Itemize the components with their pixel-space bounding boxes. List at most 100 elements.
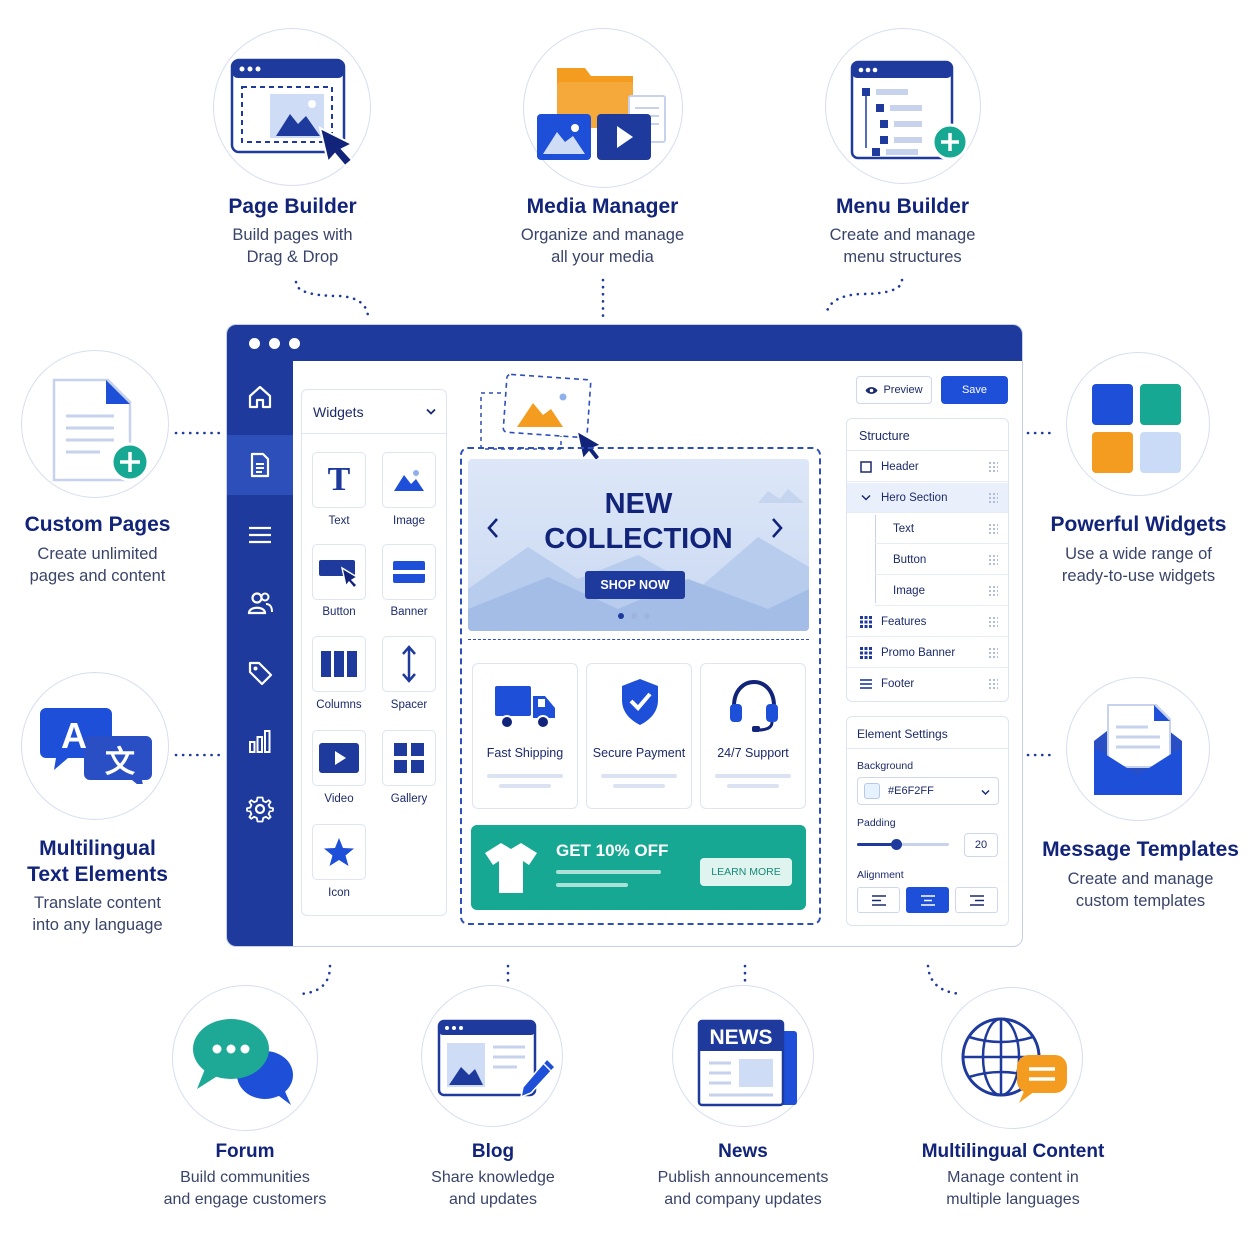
preview-button[interactable]: Preview <box>856 376 932 404</box>
padding-slider-thumb[interactable] <box>890 839 902 850</box>
widget-label: Image <box>393 515 425 527</box>
translate-letter-cjk: 文 <box>105 745 135 780</box>
structure-item-label: Hero Section <box>881 491 948 504</box>
hero-slider[interactable]: NEW COLLECTION SHOP NOW <box>468 459 809 631</box>
sidebar-item-users[interactable] <box>227 573 293 633</box>
tshirt-icon <box>485 843 537 893</box>
envelope-icon <box>1094 704 1182 795</box>
document-icon <box>250 452 270 478</box>
structure-item-label: Button <box>893 553 927 566</box>
structure-item-features[interactable]: Features <box>847 607 1008 637</box>
feature-title: Multilingual Content <box>921 1141 1105 1162</box>
newspaper-icon: NEWS <box>697 1019 797 1107</box>
feature-title: Media Manager <box>526 195 679 218</box>
drag-handle-icon[interactable] <box>988 461 998 473</box>
structure-item-promo-banner[interactable]: Promo Banner <box>847 638 1008 668</box>
drag-handle-icon[interactable] <box>988 647 998 659</box>
widgets-panel: Widgets T Text Image Button Banner Colum… <box>301 389 447 916</box>
drag-handle-icon[interactable] <box>988 492 998 504</box>
feature-message-templates: Message Templates Create and manage cust… <box>1038 675 1243 920</box>
page-canvas[interactable] <box>460 447 821 925</box>
eye-icon <box>865 386 878 394</box>
align-right-button[interactable] <box>955 887 998 913</box>
widget-gallery[interactable] <box>382 730 436 786</box>
feature-page-builder: Page Builder Build pages with Drag & Dro… <box>190 28 395 278</box>
builder-window: Widgets T Text Image Button Banner Colum… <box>226 324 1023 947</box>
chat-bubbles-icon <box>193 1019 293 1105</box>
feature-title: Message Templates <box>1042 838 1239 861</box>
structure-panel: Structure Header Hero Section Text Butto… <box>846 418 1009 702</box>
widget-label: Video <box>324 793 354 805</box>
feature-description: Organize and manage all your media <box>520 226 685 266</box>
drag-handle-icon[interactable] <box>988 616 998 628</box>
color-swatch <box>864 783 880 799</box>
drag-handle-icon[interactable] <box>988 678 998 690</box>
feature-description: Create and manage menu structures <box>829 226 976 266</box>
widget-spacer[interactable] <box>382 636 436 692</box>
shop-now-button[interactable]: SHOP NOW <box>585 571 685 599</box>
structure-item-footer[interactable]: Footer <box>847 669 1008 699</box>
structure-item-image[interactable]: Image <box>875 576 1008 606</box>
widget-label: Icon <box>328 887 350 899</box>
feature-title: News <box>718 1141 768 1162</box>
video-play-icon <box>319 743 359 773</box>
card-text-line <box>487 774 563 778</box>
structure-item-text[interactable]: Text <box>875 514 1008 544</box>
drag-handle-icon[interactable] <box>988 554 998 566</box>
widgets-panel-title: Widgets <box>313 404 364 420</box>
padding-slider-fill <box>857 843 896 846</box>
sidebar-item-settings[interactable] <box>227 779 293 839</box>
chevron-down-icon[interactable] <box>857 492 875 504</box>
slider-dot-active[interactable] <box>618 613 624 619</box>
padding-input[interactable]: 20 <box>964 833 998 857</box>
structure-item-label: Image <box>893 584 925 597</box>
learn-more-button[interactable]: LEARN MORE <box>700 858 792 886</box>
background-label: Background <box>857 760 914 772</box>
image-icon <box>394 470 424 491</box>
promo-text-line <box>556 870 661 874</box>
tree-line <box>875 515 876 603</box>
sidebar-item-menu[interactable] <box>227 505 293 565</box>
slider-dot[interactable] <box>644 613 650 619</box>
sidebar-item-pages[interactable] <box>227 435 293 495</box>
menu-builder-icon <box>850 60 969 161</box>
hero-divider <box>468 639 809 640</box>
structure-item-label: Footer <box>881 678 915 690</box>
widget-text[interactable]: T <box>312 452 366 508</box>
promo-text-line <box>556 883 628 887</box>
widget-button[interactable] <box>312 544 366 600</box>
widget-columns[interactable] <box>312 636 366 692</box>
structure-item-hero-section[interactable]: Hero Section <box>847 483 1008 513</box>
feature-card-support[interactable]: 24/7 Support <box>700 663 806 809</box>
feature-card-payment[interactable]: Secure Payment <box>586 663 692 809</box>
drag-handle-icon[interactable] <box>988 585 998 597</box>
drag-handle-icon[interactable] <box>988 523 998 535</box>
align-left-button[interactable] <box>857 887 900 913</box>
widget-icon[interactable] <box>312 824 366 880</box>
promo-banner[interactable]: GET 10% OFF LEARN MORE <box>471 825 806 910</box>
preview-label: Preview <box>883 384 923 396</box>
widgets-dropdown[interactable]: Widgets <box>302 390 446 434</box>
hero-prev-arrow[interactable] <box>486 517 500 539</box>
sidebar-item-tags[interactable] <box>227 643 293 703</box>
background-color-select[interactable]: #E6F2FF <box>857 777 999 805</box>
structure-item-button[interactable]: Button <box>875 545 1008 575</box>
align-center-button[interactable] <box>906 887 949 913</box>
feature-card-shipping[interactable]: Fast Shipping <box>472 663 578 809</box>
widget-video[interactable] <box>312 730 366 786</box>
hero-next-arrow[interactable] <box>770 517 784 539</box>
padding-slider[interactable] <box>857 839 949 850</box>
dragged-image-widget[interactable] <box>479 373 599 468</box>
card-title: Secure Payment <box>592 746 686 760</box>
widget-banner[interactable] <box>382 544 436 600</box>
sidebar-item-home[interactable] <box>227 367 293 427</box>
slider-dot[interactable] <box>631 613 637 619</box>
structure-item-header[interactable]: Header <box>847 452 1008 482</box>
feature-description: Translate content into any language <box>32 894 163 934</box>
chevron-down-icon <box>981 789 990 796</box>
feature-description: Use a wide range of ready-to-use widgets <box>1061 545 1216 585</box>
save-button[interactable]: Save <box>941 376 1008 404</box>
sidebar-item-analytics[interactable] <box>227 711 293 771</box>
text-widget-icon: T <box>327 461 351 498</box>
widget-image[interactable] <box>382 452 436 508</box>
